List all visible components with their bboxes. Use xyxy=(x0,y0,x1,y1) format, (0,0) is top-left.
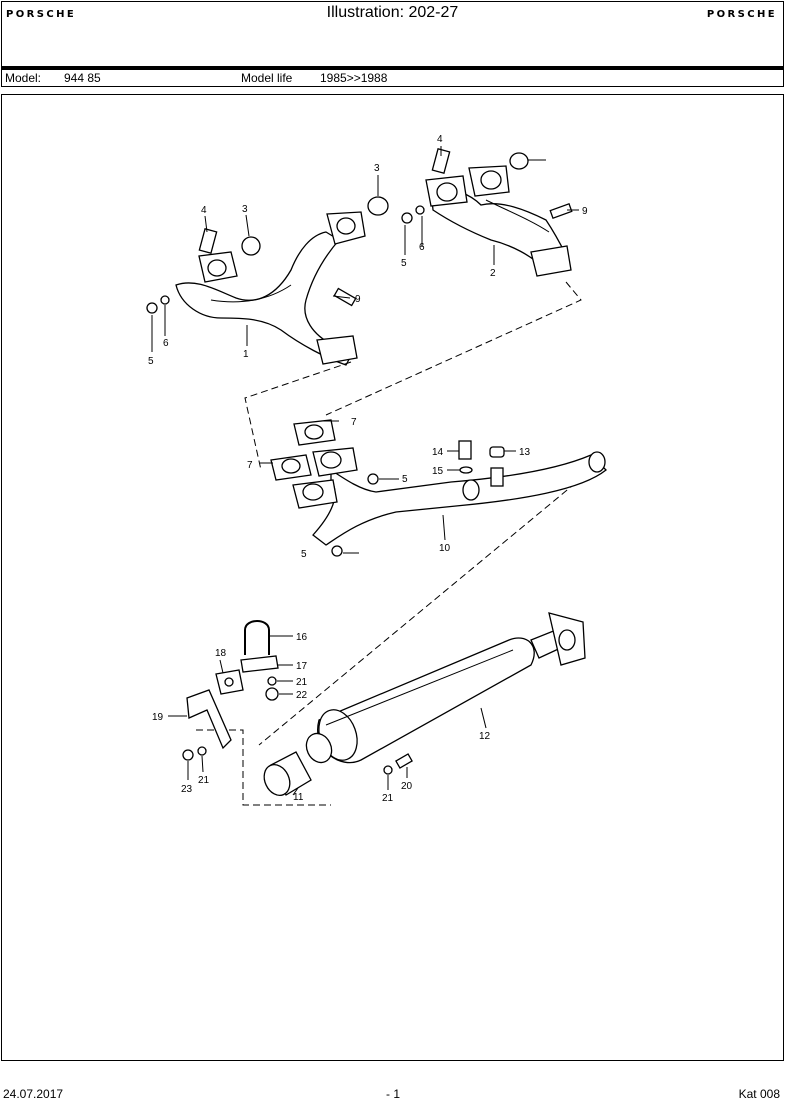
clamp-17 xyxy=(240,655,279,673)
model-value: 944 85 xyxy=(64,71,101,85)
nut-5-d xyxy=(331,545,343,557)
part-11-tailpipe xyxy=(263,732,333,797)
callout-6-a: 6 xyxy=(163,338,169,349)
part-1-manifold xyxy=(175,211,366,366)
illustration-title: Illustration: 202-27 xyxy=(326,4,459,21)
washer-6-b xyxy=(415,205,425,215)
footer-page: - 1 xyxy=(386,1087,401,1101)
callout-4-b: 4 xyxy=(437,134,443,145)
model-life-label: Model life xyxy=(241,71,293,85)
washer-21-c xyxy=(383,765,393,775)
nut-23 xyxy=(182,749,194,761)
callout-21-b: 21 xyxy=(198,775,210,786)
porsche-logo-left: PORSCHE xyxy=(6,9,77,20)
callout-5-b: 5 xyxy=(401,258,407,269)
washer-6-a xyxy=(160,295,170,305)
callout-10: 10 xyxy=(439,543,451,554)
bung-fitting xyxy=(490,467,504,487)
model-label: Model: xyxy=(5,71,42,85)
exhaust-system-diagram: 1 2 3 3 4 4 5 5 5 5 6 6 7 7 9 9 10 11 12… xyxy=(1,94,784,1061)
callout-4-a: 4 xyxy=(201,205,207,216)
exploded-view-drawing: 1 2 3 3 4 4 5 5 5 5 6 6 7 7 9 9 10 11 12… xyxy=(146,134,607,806)
nut-5-a xyxy=(146,302,158,314)
callout-7-b: 7 xyxy=(247,460,253,471)
header-box: PORSCHE Illustration: 202-27 PORSCHE xyxy=(1,1,784,67)
porsche-logo-right: PORSCHE xyxy=(706,9,777,20)
callout-17: 17 xyxy=(296,661,308,672)
part-2-manifold xyxy=(425,165,572,277)
callout-2: 2 xyxy=(490,268,496,279)
washer-21-a xyxy=(267,676,277,686)
bolt-9-b xyxy=(549,202,573,220)
callout-3-b: 3 xyxy=(242,204,248,215)
callout-18: 18 xyxy=(215,648,227,659)
bolt-20 xyxy=(395,753,413,769)
nut-13 xyxy=(489,446,505,458)
callout-1: 1 xyxy=(243,349,249,360)
part-10-front-pipe xyxy=(292,447,607,546)
callout-7-a: 7 xyxy=(351,417,357,428)
bracket-19 xyxy=(186,689,232,750)
callout-14: 14 xyxy=(432,447,444,458)
callout-9-b: 9 xyxy=(582,206,588,217)
plug-14 xyxy=(458,440,472,460)
nut-22 xyxy=(265,687,279,701)
footer-catalog: Kat 008 xyxy=(738,1087,780,1101)
callout-20: 20 xyxy=(401,781,413,792)
washer-15 xyxy=(459,466,473,474)
callout-6-b: 6 xyxy=(419,242,425,253)
washer-21-b xyxy=(197,746,207,756)
callout-23: 23 xyxy=(181,784,193,795)
part-12-muffler xyxy=(317,612,586,764)
callout-labels: 1 2 3 3 4 4 5 5 5 5 6 6 7 7 9 9 10 11 12… xyxy=(148,134,588,804)
callout-19: 19 xyxy=(152,712,164,723)
callout-21-c: 21 xyxy=(382,793,394,804)
model-life-value: 1985>>1988 xyxy=(320,71,388,85)
gasket-3-b xyxy=(241,236,261,256)
callout-16: 16 xyxy=(296,632,308,643)
callout-11: 11 xyxy=(293,792,304,803)
nut-5-c xyxy=(367,473,379,485)
callout-15: 15 xyxy=(432,466,444,477)
model-bar: Model: 944 85 Model life 1985>>1988 xyxy=(1,67,784,87)
callout-5-c: 5 xyxy=(402,474,408,485)
leader-lines xyxy=(151,146,579,796)
gasket-3-a xyxy=(367,196,389,216)
u-bolt-16 xyxy=(244,620,270,655)
callout-3-a: 3 xyxy=(374,163,380,174)
callout-13: 13 xyxy=(519,447,531,458)
gasket-3-c xyxy=(509,152,529,170)
stud-4-a xyxy=(198,228,218,254)
nut-5-b xyxy=(401,212,413,224)
callout-9-a: 9 xyxy=(355,294,361,305)
callout-5-d: 5 xyxy=(301,549,307,560)
callout-22: 22 xyxy=(296,690,308,701)
footer-date: 24.07.2017 xyxy=(3,1087,64,1101)
callout-21-a: 21 xyxy=(296,677,308,688)
stud-4-b xyxy=(431,148,451,174)
callout-5-a: 5 xyxy=(148,356,154,367)
callout-12: 12 xyxy=(479,731,491,742)
